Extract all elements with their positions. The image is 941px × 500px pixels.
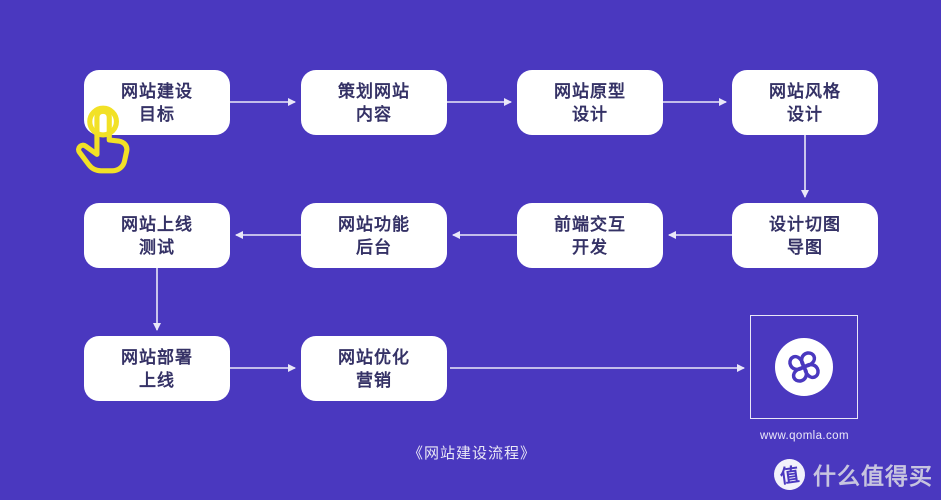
qomla-clover-icon	[788, 351, 820, 383]
qomla-url-text: www.qomla.com	[760, 430, 849, 442]
node-design-slicing: 设计切图 导图	[732, 203, 878, 268]
node-launch-testing: 网站上线 测试	[84, 203, 230, 268]
node-label: 设计	[787, 104, 823, 124]
node-website-goal: 网站建设 目标	[84, 70, 230, 135]
node-label: 网站建设	[121, 81, 193, 101]
smzdm-watermark: 值 什么值得买	[771, 456, 933, 492]
node-label: 目标	[139, 104, 175, 124]
node-optimization-marketing: 网站优化 营销	[301, 336, 447, 401]
node-label: 后台	[356, 237, 392, 257]
diagram-caption: 《网站建设流程》	[407, 445, 536, 462]
node-label: 网站风格	[769, 81, 841, 101]
node-label: 设计切图	[769, 214, 841, 234]
node-label: 网站上线	[121, 214, 193, 234]
node-label: 网站优化	[338, 347, 410, 367]
node-label: 内容	[356, 104, 392, 124]
node-label: 前端交互	[554, 214, 626, 234]
node-label: 设计	[572, 104, 608, 124]
node-label: 网站功能	[338, 214, 410, 234]
node-label: 测试	[139, 237, 175, 257]
node-label: 上线	[139, 370, 175, 390]
node-style-design: 网站风格 设计	[732, 70, 878, 135]
node-backend-function: 网站功能 后台	[301, 203, 447, 268]
node-label: 导图	[787, 237, 823, 257]
smzdm-watermark-label: 什么值得买	[813, 463, 933, 489]
qomla-logo-circle	[775, 338, 833, 396]
smzdm-badge-icon: 值	[771, 456, 808, 492]
node-content-planning: 策划网站 内容	[301, 70, 447, 135]
node-label: 网站原型	[554, 81, 626, 101]
node-frontend-dev: 前端交互 开发	[517, 203, 663, 268]
node-label: 营销	[356, 370, 392, 390]
node-prototype-design: 网站原型 设计	[517, 70, 663, 135]
qomla-logo-card	[750, 315, 858, 419]
node-deploy-launch: 网站部署 上线	[84, 336, 230, 401]
node-label: 开发	[572, 237, 608, 257]
node-label: 策划网站	[338, 81, 410, 101]
node-label: 网站部署	[121, 347, 193, 367]
tap-hand-icon	[76, 105, 130, 174]
